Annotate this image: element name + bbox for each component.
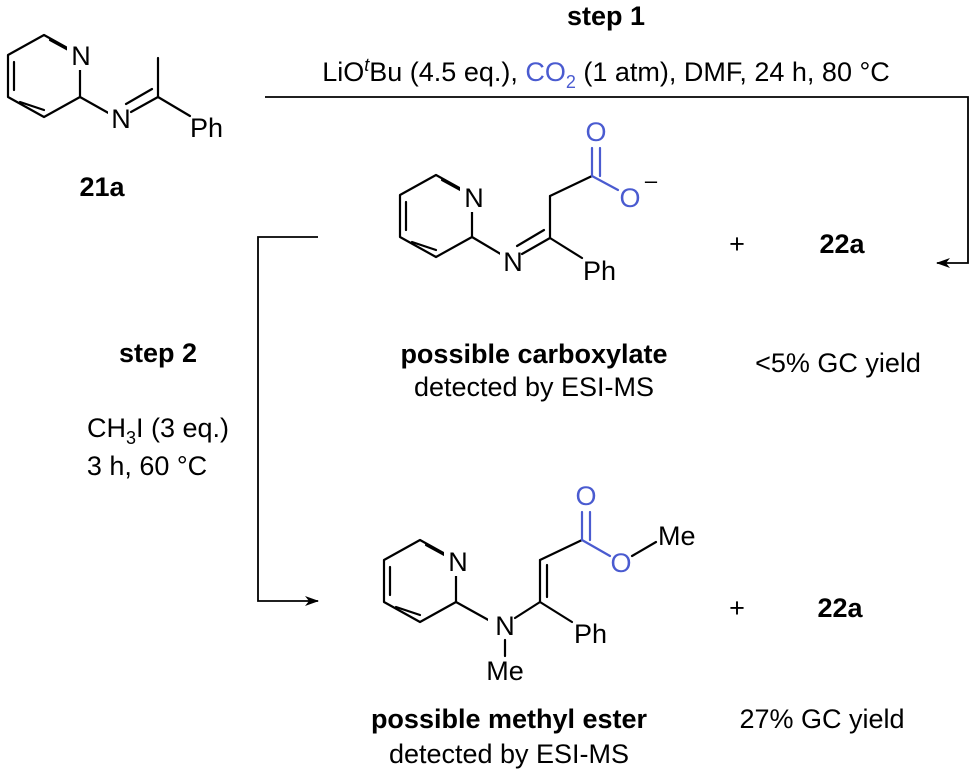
ester-ring-nitrogen: N — [448, 547, 468, 577]
carboxylate-anionic-oxygen: O — [619, 183, 640, 213]
step2-title: step 2 — [119, 338, 197, 368]
step2-reagent: CH3I (3 eq.) — [87, 413, 229, 448]
ester-yield: 27% GC yield — [739, 704, 904, 734]
carboxylate-imine-nitrogen: N — [503, 247, 523, 277]
ester-single-bond-oxygen: O — [610, 548, 631, 578]
carboxylate-name: possible carboxylate — [400, 339, 667, 369]
starting-material-21a: N N Ph — [6, 33, 223, 143]
ester-byproduct-22a: 22a — [817, 593, 863, 623]
ring-nitrogen-atom: N — [71, 41, 91, 71]
ester-carbonyl-oxygen: O — [575, 481, 596, 511]
ester-detection: detected by ESI-MS — [389, 739, 629, 769]
negative-charge: – — [645, 168, 658, 193]
step1-title: step 1 — [567, 1, 645, 31]
carboxylate-byproduct-22a: 22a — [819, 229, 865, 259]
compound-label-21a: 21a — [79, 172, 125, 202]
ester-phenyl: Ph — [574, 619, 607, 649]
ester-o-methyl-group: Me — [658, 521, 696, 551]
ester-amine-nitrogen: N — [495, 611, 515, 641]
carboxylate-yield: <5% GC yield — [755, 348, 921, 378]
imine-nitrogen-atom: N — [111, 104, 131, 134]
carboxylate-carbonyl-oxygen: O — [585, 117, 606, 147]
carboxylate-structure: N N Ph O O – — [398, 117, 658, 286]
co2-reagent: CO — [525, 57, 566, 87]
n-methyl-group: Me — [486, 656, 524, 686]
step2-conditions: 3 h, 60 °C — [87, 451, 207, 481]
phenyl-group: Ph — [190, 113, 223, 143]
methyl-ester-structure: N N Me Ph O O Me — [382, 481, 696, 686]
carboxylate-plus-sign: + — [729, 229, 745, 259]
step2-arrow — [257, 236, 319, 606]
carboxylate-phenyl: Ph — [583, 256, 616, 286]
ester-plus-sign: + — [729, 593, 745, 623]
step1-conditions: LiOtBu (4.5 eq.), CO2 (1 atm), DMF, 24 h… — [322, 55, 890, 92]
carboxylate-detection: detected by ESI-MS — [414, 372, 654, 402]
step1-arrow — [265, 96, 969, 268]
carboxylate-ring-nitrogen: N — [464, 183, 484, 213]
ester-name: possible methyl ester — [371, 704, 648, 734]
